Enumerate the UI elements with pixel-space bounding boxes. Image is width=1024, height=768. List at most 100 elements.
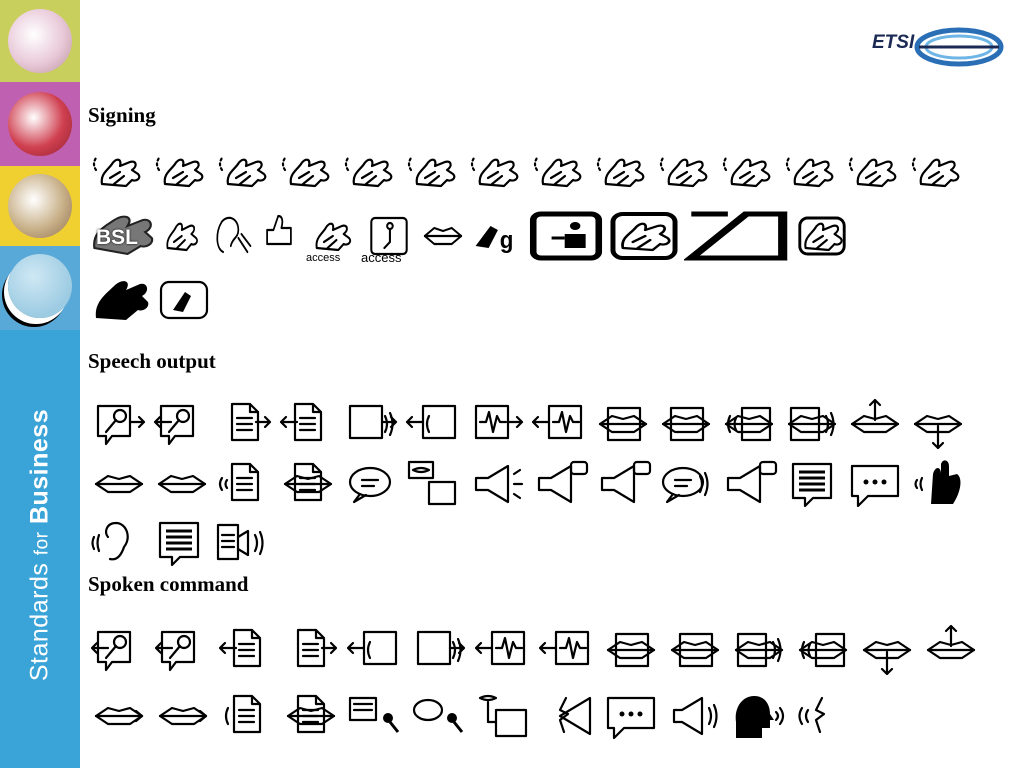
lips-box-out-icon <box>666 622 724 678</box>
globe-icon <box>8 254 72 318</box>
megaphone-bubble-icon <box>531 456 589 512</box>
tv-signing-icon <box>608 208 680 264</box>
tv-interpreter-icon <box>528 208 604 264</box>
megaphone-bubble-icon <box>720 456 778 512</box>
lips-arrow-down-icon <box>858 622 916 678</box>
sound-out-icon <box>410 622 468 678</box>
tv-hand-icon <box>155 272 213 328</box>
globe-tile-1 <box>0 0 80 82</box>
hands-signing-icon <box>783 144 841 200</box>
tv-person-icon <box>362 208 416 264</box>
hands-signing-icon <box>720 144 778 200</box>
text-bubble-icon <box>783 456 841 512</box>
sidebar-band: Standards for Business <box>0 0 80 768</box>
black-hands-icon <box>92 272 150 328</box>
bsl-label: BSL <box>96 226 138 249</box>
heading-signing: Signing <box>88 103 156 127</box>
wave-in-icon <box>531 396 589 452</box>
hands-signing-icon <box>90 144 148 200</box>
speech-bubble-sound-icon <box>657 456 715 512</box>
access-label-2: access <box>361 250 402 265</box>
etsi-logo: ETSI <box>872 26 1004 68</box>
text-mic-icon <box>346 688 404 744</box>
lips-icon <box>153 456 211 512</box>
doc-speaker-icon <box>212 515 270 571</box>
doc-out-icon <box>282 622 340 678</box>
bubble-mic-icon <box>410 688 468 744</box>
globe-icon <box>8 174 72 238</box>
mic-bubble-in-icon <box>154 622 212 678</box>
sidebar-tagline: Standards for Business <box>26 409 55 681</box>
speech-bubble-icon <box>342 456 400 512</box>
hands-signing-icon <box>468 144 526 200</box>
hands-signing-icon <box>153 144 211 200</box>
tv-hands-icon <box>794 208 850 264</box>
lips-box-in-icon <box>657 396 715 452</box>
svg-text:g: g <box>500 226 514 253</box>
hands-signing-icon <box>594 144 652 200</box>
lips-arrow-up-icon <box>922 622 980 678</box>
sound-in-icon <box>346 622 404 678</box>
doc-sound-icon <box>216 456 274 512</box>
sidebar-tagline-panel <box>0 330 80 768</box>
lips-arrow-down-icon <box>909 396 967 452</box>
lips-box-in-icon <box>602 622 660 678</box>
hand-letter-g-icon: g <box>470 208 524 264</box>
wave-in-icon <box>474 622 532 678</box>
lips-arrow-icon <box>90 688 148 744</box>
doc-in-icon <box>218 622 276 678</box>
lips-box-out-icon <box>594 396 652 452</box>
hand-ear-sound-icon <box>909 456 967 512</box>
mic-bubble-out-icon <box>90 396 148 452</box>
chat-bubble-dots-icon <box>602 688 660 744</box>
hands-signing-icon <box>405 144 463 200</box>
megaphone-bubble-icon <box>594 456 652 512</box>
ear-hand-icon <box>208 208 252 264</box>
hands-signing-icon <box>279 144 337 200</box>
lips-device-icon <box>474 688 532 744</box>
sound-lips-box-icon <box>720 396 778 452</box>
doc-lips-sound-icon <box>218 688 276 744</box>
megaphone-sound-icon <box>666 688 724 744</box>
sound-out-icon <box>342 396 400 452</box>
access-label-1: access <box>306 252 341 264</box>
tagline-word-3: Business <box>25 408 54 525</box>
hands-access-icon <box>306 208 358 264</box>
globe-tile-3 <box>0 166 80 246</box>
tagline-word-2: for <box>31 531 53 556</box>
bsl-hands-icon <box>90 208 154 264</box>
blank-screen-icon <box>684 208 790 264</box>
hands-signing-icon <box>216 144 274 200</box>
lips-icon <box>90 456 148 512</box>
mic-bubble-in-icon <box>90 622 148 678</box>
lips-arrow-up-icon <box>846 396 904 452</box>
text-bubble-icon <box>150 515 208 571</box>
heading-speech-output: Speech output <box>88 349 216 373</box>
logo-swoosh-icon <box>914 27 1004 67</box>
heading-spoken-command: Spoken command <box>88 572 249 596</box>
lips-box-sound-icon <box>783 396 841 452</box>
lips-box-sound-icon <box>730 622 788 678</box>
globe-icon <box>8 9 72 73</box>
hands-signing-icon <box>909 144 967 200</box>
ear-sound-icon <box>88 515 146 571</box>
globe-tile-4 <box>0 246 80 330</box>
hands-signing-icon <box>531 144 589 200</box>
face-box-icon <box>405 456 463 512</box>
hands-signing-icon <box>342 144 400 200</box>
sound-in-icon <box>405 396 463 452</box>
thumb-access-icon <box>256 208 302 264</box>
doc-lips-icon <box>279 456 337 512</box>
mic-bubble-in-icon <box>153 396 211 452</box>
doc-out-icon <box>216 396 274 452</box>
globe-tile-2 <box>0 82 80 166</box>
face-sound-icon <box>794 688 852 744</box>
tagline-word-1: Standards <box>25 562 54 682</box>
face-megaphone-icon <box>538 688 596 744</box>
lips-icon <box>420 208 466 264</box>
globe-icon <box>8 92 72 156</box>
hands-signing-icon <box>657 144 715 200</box>
hands-signing-icon <box>846 144 904 200</box>
chat-bubble-dots-icon <box>846 456 904 512</box>
lips-arrow-icon <box>154 688 212 744</box>
